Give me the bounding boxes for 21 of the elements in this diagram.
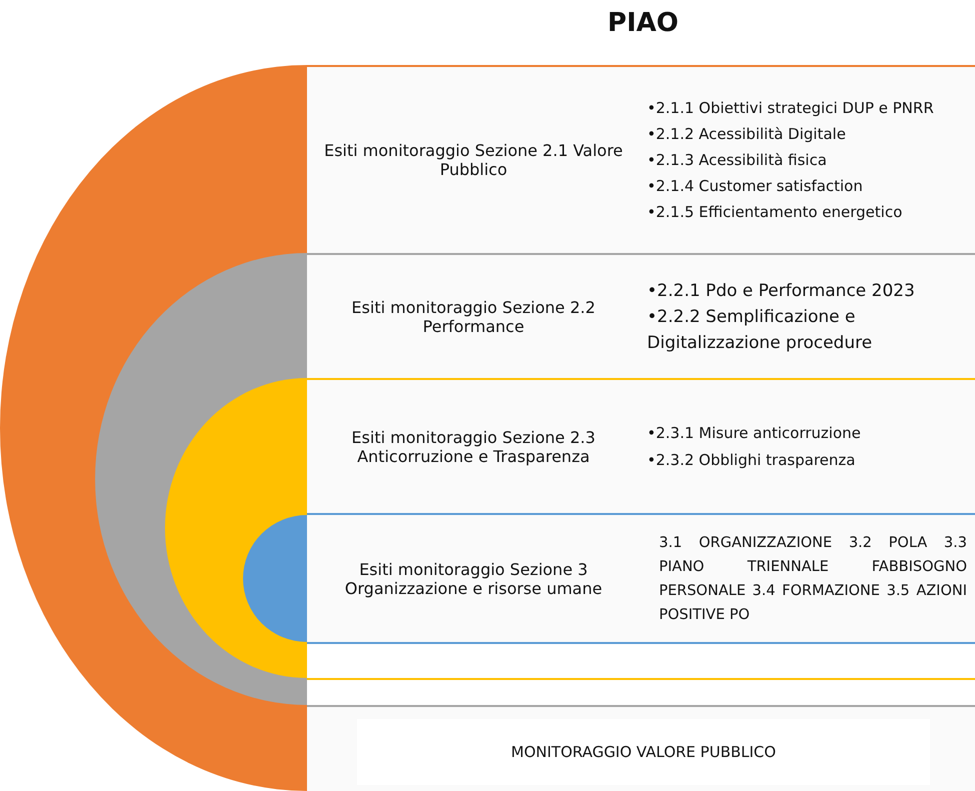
bullet-item: •2.1.3 Acessibilità fisica xyxy=(647,150,828,171)
section-row xyxy=(307,378,975,513)
bullet-item: •2.3.1 Misure anticorruzione xyxy=(647,422,862,444)
section-heading: Esiti monitoraggio Sezione 2.2 Performance xyxy=(350,298,596,336)
section-heading: Esiti monitoraggio Sezione 2.1 Valore Pubblico xyxy=(323,141,624,179)
bullet-item: •2.2.1 Pdo e Performance 2023 xyxy=(647,280,916,302)
section-row xyxy=(307,253,975,378)
bullet-item: •2.2.2 Semplificazione e Digitalizzazione procedure xyxy=(647,306,874,354)
bullet-item: •2.1.2 Acessibilità Digitale xyxy=(647,124,847,145)
section-heading: Esiti monitoraggio Sezione 2.3 Anticorruzione e Trasparenza xyxy=(350,428,596,466)
bullet-item: •2.1.5 Efficientamento energetico xyxy=(647,202,904,223)
section-row xyxy=(307,65,975,253)
section-row xyxy=(307,513,975,642)
section-detail-text: 3.1 ORGANIZZAZIONE 3.2 POLA 3.3 PIANO TRIENNALE FABBISOGNO PERSONALE 3.4 FORMAZIONE 3.5 AZIONI POSITIVE PO xyxy=(659,534,967,624)
diagram-title: PIAO xyxy=(606,8,680,38)
footer-label: MONITORAGGIO VALORE PUBBLICO xyxy=(357,719,930,785)
bullet-item: •2.3.2 Obblighi trasparenza xyxy=(647,450,856,470)
footer-band xyxy=(307,705,975,791)
section-heading: Esiti monitoraggio Sezione 3 Organizzazione e risorse umane xyxy=(344,560,604,598)
bullet-item: •2.1.1 Obiettivi strategici DUP e PNRR xyxy=(647,98,935,119)
bullet-item: •2.1.4 Customer satisfaction xyxy=(647,176,864,197)
